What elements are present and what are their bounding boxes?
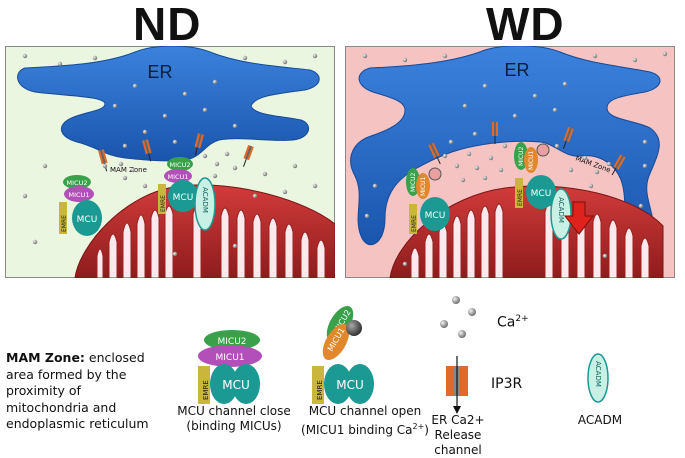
legend-emre-label: EMRE (202, 380, 210, 400)
nd-micu1-label-2: MICU1 (168, 173, 189, 181)
er-release-caption: ER Ca2+ Release channel (418, 413, 498, 458)
wd-acadm: ACADM (550, 188, 572, 240)
mcu-open-caption: MCU channel open (MICU1 binding Ca2+) (290, 404, 440, 438)
legend-acadm-shape-label: ACADM (594, 361, 602, 387)
nd-er-label: ER (147, 62, 172, 82)
wd-micu1-label: MICU1 (420, 176, 427, 196)
nd-mcu-label: MCU (77, 215, 98, 225)
nd-er (17, 46, 320, 162)
nd-cristae (96, 205, 326, 278)
wd-title: WD (486, 0, 565, 50)
legend-open-emre-label: EMRE (316, 380, 324, 400)
mam-zone-term: MAM Zone: (6, 350, 85, 365)
mcu-close-caption: MCU channel close (binding MICUs) (159, 404, 309, 434)
legend-mcu-open: MICU2 MICU1 EMRE MCU (312, 305, 374, 404)
er-release-caption-line2: Release channel (434, 428, 482, 457)
wd-er-label: ER (504, 60, 529, 80)
legend-mcu-closed: MICU2 MICU1 EMRE MCU (198, 330, 262, 404)
nd-emre-label-2: EMRE (160, 195, 167, 212)
mam-zone-text: enclosed area formed by the proximity of… (6, 350, 149, 431)
wd-mcu-complex-2: MICU2 MICU1 EMRE MCU (514, 142, 556, 209)
nd-micu1-label: MICU1 (69, 191, 90, 199)
legend-acadm: ACADM (587, 353, 609, 403)
nd-acadm-label: ACADM (201, 187, 209, 213)
legend-ip3r (446, 356, 468, 414)
mcu-open-caption-text: (MICU1 binding Ca (301, 423, 413, 437)
nd-mcu-complex-2: MICU2 MICU1 EMRE MCU (158, 157, 198, 214)
wd-micu2-label-2: MICU2 (518, 146, 525, 166)
nd-ca-ions (22, 53, 318, 257)
nd-acadm: ACADM (194, 177, 216, 231)
mcu-close-caption-line2: (binding MICUs) (186, 419, 282, 433)
legend-micu1-label: MICU1 (215, 353, 244, 363)
legend-mcu-label: MCU (222, 378, 250, 392)
wd-micu1-label-2: MICU1 (528, 150, 535, 170)
er-release-caption-line1: ER Ca2+ (431, 413, 485, 427)
nd-mcu-label-2: MCU (173, 193, 194, 203)
nd-title: ND (133, 0, 202, 50)
ip3r-label: IP3R (491, 376, 523, 392)
wd-emre-label: EMRE (411, 215, 418, 232)
wd-er (350, 46, 661, 249)
nd-panel: ER MAM Zone MICU2 MICU1 EMRE MCU (5, 46, 335, 278)
wd-emre-label-2: EMRE (517, 189, 524, 206)
wd-ip3r-channels (428, 122, 626, 176)
nd-micu2-label: MICU2 (67, 179, 88, 187)
mcu-close-caption-line1: MCU channel close (177, 404, 291, 418)
wd-mcu-label: MCU (425, 211, 446, 221)
wd-mcu-label-2: MCU (531, 189, 552, 199)
mcu-open-caption-line2: (MICU1 binding Ca2+) (290, 419, 440, 438)
mam-zone-definition: MAM Zone: enclosed area formed by the pr… (6, 350, 166, 433)
wd-cristae (410, 203, 650, 278)
legend-open-mcu-label: MCU (336, 378, 364, 392)
nd-mcu-complex-1: MICU2 MICU1 EMRE MCU (59, 175, 102, 236)
legend-graphics: MICU2 MICU1 EMRE MCU MICU2 MICU1 EMRE MC… (198, 296, 609, 414)
wd-acadm-label: ACADM (557, 197, 565, 223)
ca-ion-text: Ca (497, 314, 516, 331)
nd-micu2-label-2: MICU2 (170, 161, 191, 169)
mcu-open-caption-sup: 2+ (412, 422, 425, 431)
wd-mcu-complex-1: MICU2 MICU1 EMRE MCU (406, 167, 450, 234)
wd-panel: ER MAM Zone MICU2 MICU1 EMRE MCU (345, 46, 675, 278)
mcu-open-caption-line1: MCU channel open (308, 404, 422, 418)
acadm-caption: ACADM (577, 413, 623, 427)
nd-mam-label: MAM Zone (110, 166, 147, 174)
nd-ip3r-channels (98, 133, 254, 172)
ca-ion-label: Ca2+ (497, 314, 529, 331)
legend-micu2-label: MICU2 (217, 337, 246, 347)
ca-ion-sup: 2+ (515, 314, 529, 324)
wd-micu2-label: MICU2 (410, 172, 417, 192)
legend-ca-ions (440, 296, 476, 338)
wd-ca-ions (362, 51, 668, 267)
wd-decrease-arrow (563, 201, 595, 235)
nd-emre-label: EMRE (61, 215, 68, 232)
mcu-open-caption-end: ) (424, 423, 429, 437)
